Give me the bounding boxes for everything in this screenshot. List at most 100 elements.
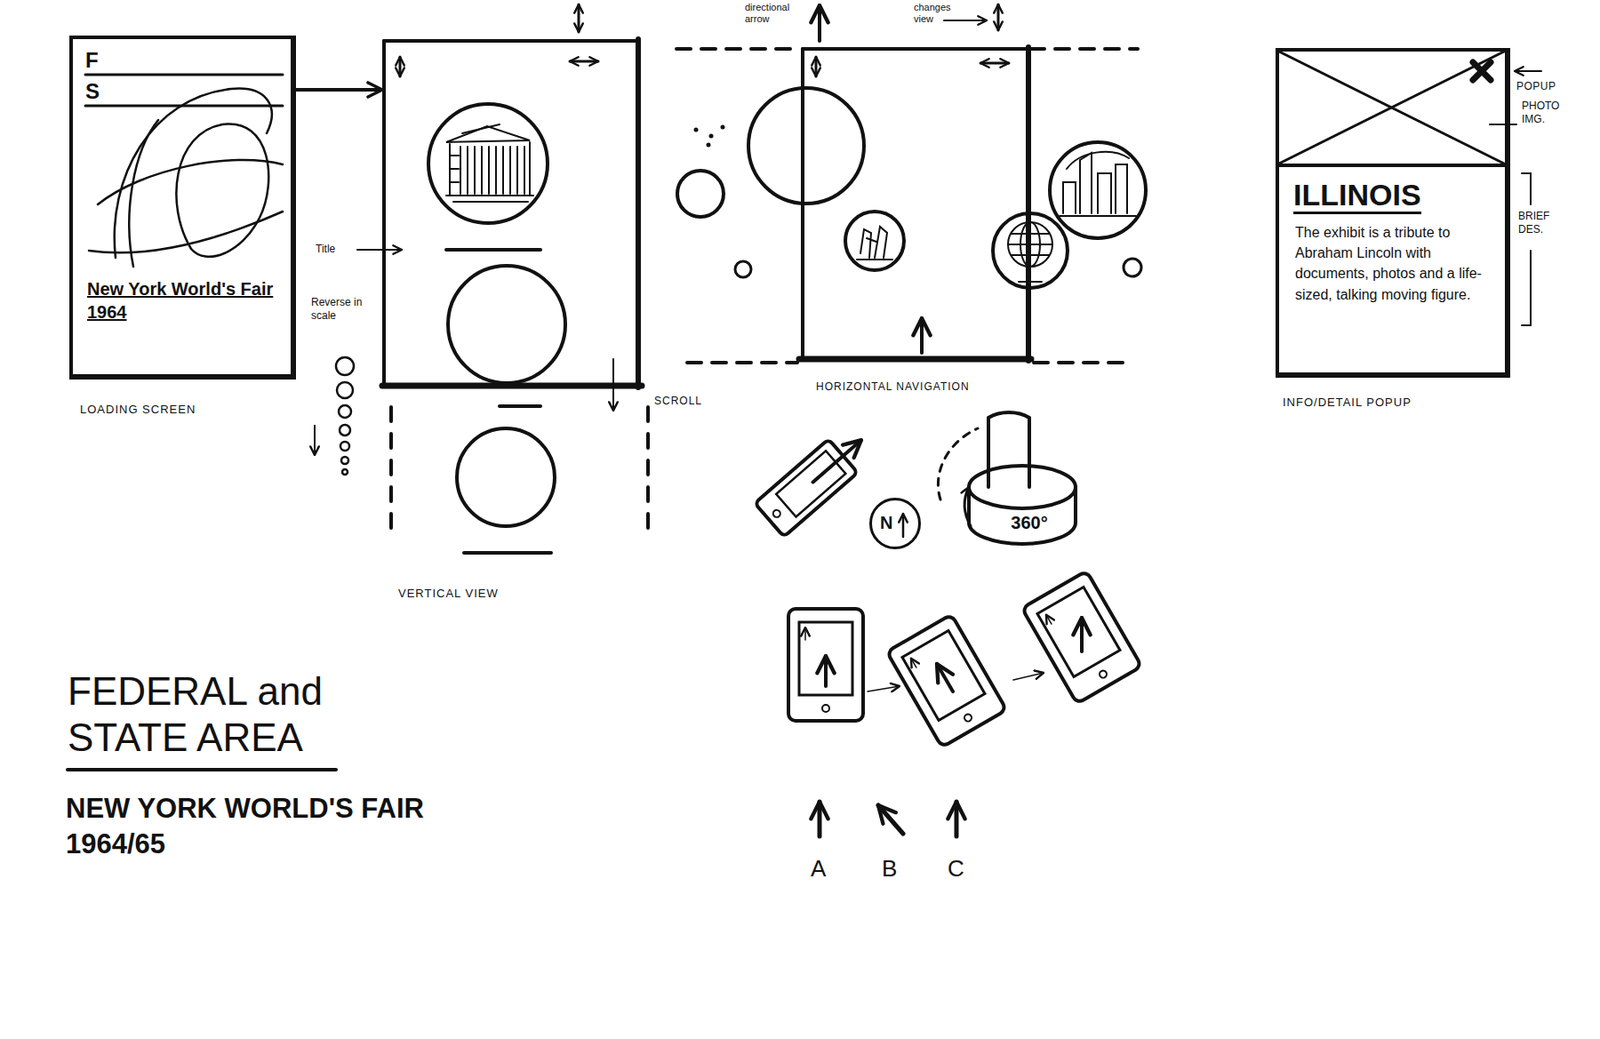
frame-caption: HORIZONTAL NAVIGATION — [816, 380, 970, 393]
building-sketch — [446, 195, 534, 202]
loading-scribble — [97, 160, 283, 205]
vertical-view-frame: VERTICAL VIEW — [382, 40, 649, 557]
compass-arrow — [903, 513, 904, 537]
flow-arrow — [296, 88, 383, 92]
screen-title: New York World's Fair 1964 — [87, 277, 279, 324]
phone-sequence — [1022, 570, 1143, 704]
step-letter: C — [947, 855, 965, 883]
phone-sequence — [788, 608, 864, 721]
horizontal-nav-frame — [1049, 142, 1146, 239]
scale-circles — [342, 469, 348, 475]
vertical-view-frame — [499, 404, 541, 408]
phone-sequence — [788, 570, 1142, 747]
horizontal-nav-frame — [676, 47, 1138, 51]
tilted-phone — [754, 423, 876, 537]
vertical-view-frame — [391, 407, 648, 537]
compass-circle: N — [869, 497, 921, 550]
scale-circles — [340, 441, 350, 451]
loading-scribble — [176, 123, 269, 256]
annotation: directional arrow — [744, 1, 799, 25]
screen-letter: F — [85, 48, 99, 73]
tilted-phone — [813, 440, 862, 482]
vertical-view-frame — [569, 60, 599, 64]
step-letter: A — [810, 855, 826, 883]
loading-scribble — [114, 88, 272, 258]
phone-sequence — [936, 664, 953, 692]
rotation-band — [968, 487, 1076, 544]
scale-circles — [336, 357, 354, 376]
scale-circles — [339, 424, 351, 436]
horizontal-nav-frame — [677, 170, 724, 217]
vertical-view-frame — [357, 248, 402, 251]
info-popup-frame: ILLINOISThe exhibit is a tribute to Abra… — [1275, 48, 1511, 378]
building-sketch — [460, 146, 525, 194]
rotation-band — [988, 412, 1030, 488]
annotation: changes view — [913, 1, 964, 25]
exhibit-sketch — [1008, 222, 1053, 267]
tilted-phone — [771, 508, 782, 519]
rotation-band — [937, 412, 1076, 544]
loading-scribble — [85, 74, 283, 267]
building-sketch — [446, 126, 530, 143]
vertical-view-frame — [612, 359, 615, 411]
annotation: POPUP — [1516, 80, 1557, 93]
horizontal-nav-frame — [676, 4, 1146, 363]
horizontal-nav-frame — [845, 211, 904, 271]
popup-photo-placeholder — [1279, 51, 1504, 164]
horizontal-nav-frame — [799, 356, 1032, 363]
annotation: SCROLL — [654, 394, 703, 408]
scale-circles — [314, 357, 354, 475]
phone-sequence — [963, 712, 974, 723]
scale-circles — [338, 405, 352, 418]
orientation-arrows — [817, 801, 823, 837]
vertical-view-frame — [448, 265, 566, 384]
title-underline — [67, 769, 336, 771]
vertical-view-frame — [446, 248, 541, 252]
popup-photo-placeholder — [1277, 51, 1506, 166]
loading-screen-frame: FSNew York World's Fair 1964LOADING SCRE… — [69, 35, 296, 380]
frame-caption: INFO/DETAIL POPUP — [1282, 395, 1412, 410]
phone-sequence — [824, 656, 828, 687]
annotation: BRIEF DES. — [1518, 209, 1563, 237]
popup-description: The exhibit is a tribute to Abraham Linc… — [1295, 222, 1498, 305]
dot-cluster — [720, 125, 726, 130]
page-caption: NEW YORK WORLD'S FAIR 1964/65 — [65, 791, 466, 863]
vertical-view-frame — [635, 39, 641, 388]
rotation-band — [937, 428, 978, 500]
horizontal-nav-frame — [944, 19, 987, 22]
horizontal-nav-frame — [817, 5, 822, 41]
exhibit-sketch — [1066, 152, 1129, 169]
phone-sequence — [804, 627, 807, 640]
building-sketch — [446, 124, 534, 202]
phone-sequence — [1037, 586, 1120, 677]
phone-sequence — [822, 704, 830, 712]
popup-annotations — [1514, 70, 1542, 72]
loading-scribble — [128, 120, 159, 267]
loading-scribble — [85, 73, 283, 77]
rotation-label: 360° — [990, 508, 1069, 537]
horizontal-nav-frame: HORIZONTAL NAVIGATION — [800, 48, 1031, 362]
page-title: FEDERAL and STATE AREA — [67, 668, 370, 761]
compass-arrow — [902, 513, 905, 537]
tilted-phone — [754, 439, 858, 537]
horizontal-nav-frame — [1123, 258, 1142, 277]
rotation-band: 360° — [990, 508, 1069, 544]
phone-sequence — [1081, 617, 1083, 652]
scale-circles — [341, 456, 349, 464]
horizontal-nav-frame — [1025, 47, 1032, 361]
dot-cluster — [709, 134, 714, 139]
vertical-view-frame — [428, 104, 548, 224]
exhibit-sketch — [856, 226, 893, 260]
phone-sequence — [902, 630, 985, 720]
vertical-view-frame — [384, 39, 639, 43]
horizontal-nav-frame — [802, 47, 1029, 51]
building-sketch — [449, 155, 459, 183]
annotation: Title — [315, 242, 336, 256]
exhibit-sketch — [1018, 266, 1042, 282]
loading-scribble — [88, 211, 283, 253]
exhibit-sketch — [856, 152, 1136, 282]
vertical-view-frame — [399, 56, 402, 77]
horizontal-nav-frame — [997, 4, 1000, 31]
